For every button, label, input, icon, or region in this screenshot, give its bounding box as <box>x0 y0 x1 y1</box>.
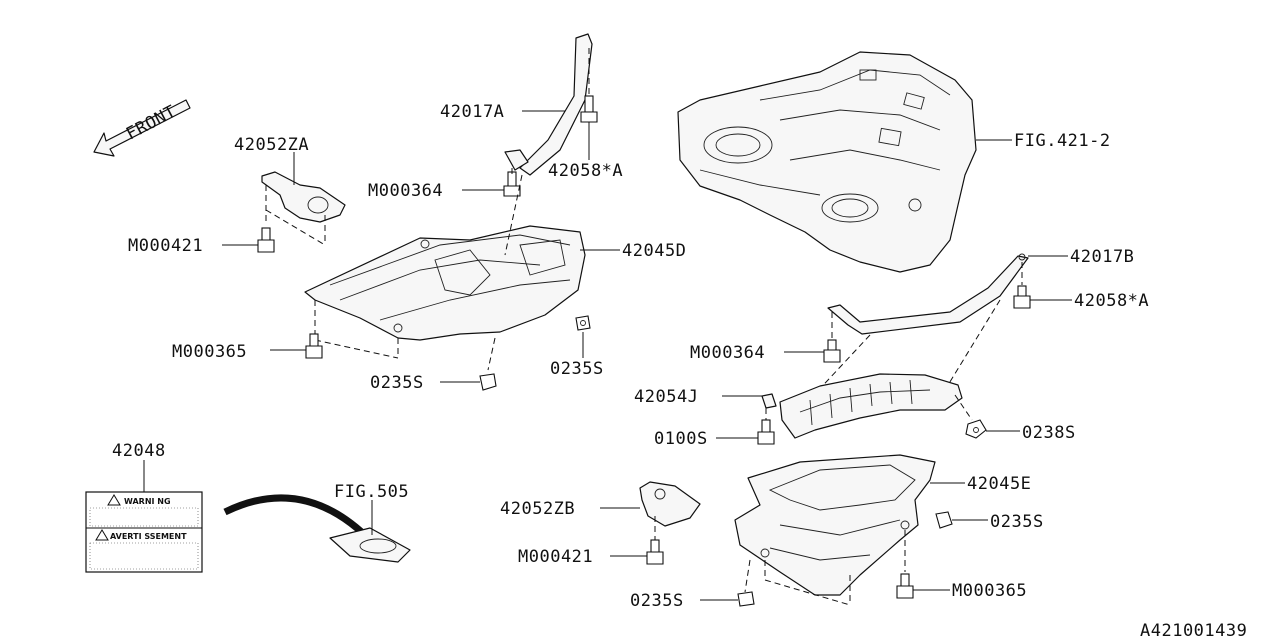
bolt-M000365-left <box>305 333 323 359</box>
protector-42045E <box>734 454 936 596</box>
bolt-0100S <box>757 419 775 445</box>
clip-0235S-d <box>737 591 755 607</box>
label-fig-505: FIG.505 <box>334 482 409 502</box>
label-42058A-top: 42058*A <box>548 161 623 181</box>
bolt-M000364-right <box>823 339 841 363</box>
clip-0235S-a <box>479 373 497 391</box>
avertissement-text: AVERTI SSEMENT <box>110 532 187 541</box>
bracket-42052ZA <box>261 171 346 223</box>
label-M000364-top: M000364 <box>368 181 443 201</box>
bracket-42052ZB <box>639 481 701 527</box>
label-42052ZA: 42052ZA <box>234 135 309 155</box>
label-M000421-top: M000421 <box>128 236 203 256</box>
label-42054J: 42054J <box>634 387 698 407</box>
label-M000421-bottom: M000421 <box>518 547 593 567</box>
fuel-tank <box>677 51 977 273</box>
bolt-42058A-right <box>1013 285 1031 309</box>
label-42017B: 42017B <box>1070 247 1134 267</box>
fig-421-2-label: FIG.421-2 <box>1014 131 1111 151</box>
label-0235S-b: 0235S <box>550 359 604 379</box>
label-M000365-left: M000365 <box>172 342 247 362</box>
label-M000364-right: M000364 <box>690 343 765 363</box>
diagram-id: A421001439 <box>1140 621 1247 640</box>
label-42058A-right: 42058*A <box>1074 291 1149 311</box>
bolt-42058A-top <box>580 95 598 123</box>
warning-label-42048: WARNI NG AVERTI SSEMENT <box>85 491 203 573</box>
strap-42017B <box>827 253 1029 335</box>
label-0235S-c: 0235S <box>990 512 1044 532</box>
bolt-M000365-right <box>896 573 914 599</box>
label-42052ZB: 42052ZB <box>500 499 575 519</box>
front-label: FRONT <box>123 102 180 145</box>
front-arrow-icon: FRONT <box>93 99 191 157</box>
nut-0238S <box>965 419 987 439</box>
label-0235S-a: 0235S <box>370 373 424 393</box>
label-42045E: 42045E <box>967 474 1031 494</box>
heat-shield-42054J <box>761 373 963 439</box>
clip-0235S-c <box>935 511 953 529</box>
strap-42017A <box>504 33 593 176</box>
clip-0235S-b <box>575 315 591 331</box>
label-42045D: 42045D <box>622 241 686 261</box>
label-0235S-d: 0235S <box>630 591 684 611</box>
label-42048: 42048 <box>112 441 166 461</box>
label-M000365-right: M000365 <box>952 581 1027 601</box>
label-42017A: 42017A <box>440 102 504 122</box>
label-0100S: 0100S <box>654 429 708 449</box>
bolt-M000364-top <box>503 171 521 197</box>
bolt-M000421-bottom <box>646 539 664 565</box>
protector-42045D <box>304 225 586 341</box>
label-0238S: 0238S <box>1022 423 1076 443</box>
filler-door-fig505 <box>223 494 411 563</box>
bolt-M000421-top <box>257 227 275 253</box>
warning-text: WARNI NG <box>124 497 171 506</box>
